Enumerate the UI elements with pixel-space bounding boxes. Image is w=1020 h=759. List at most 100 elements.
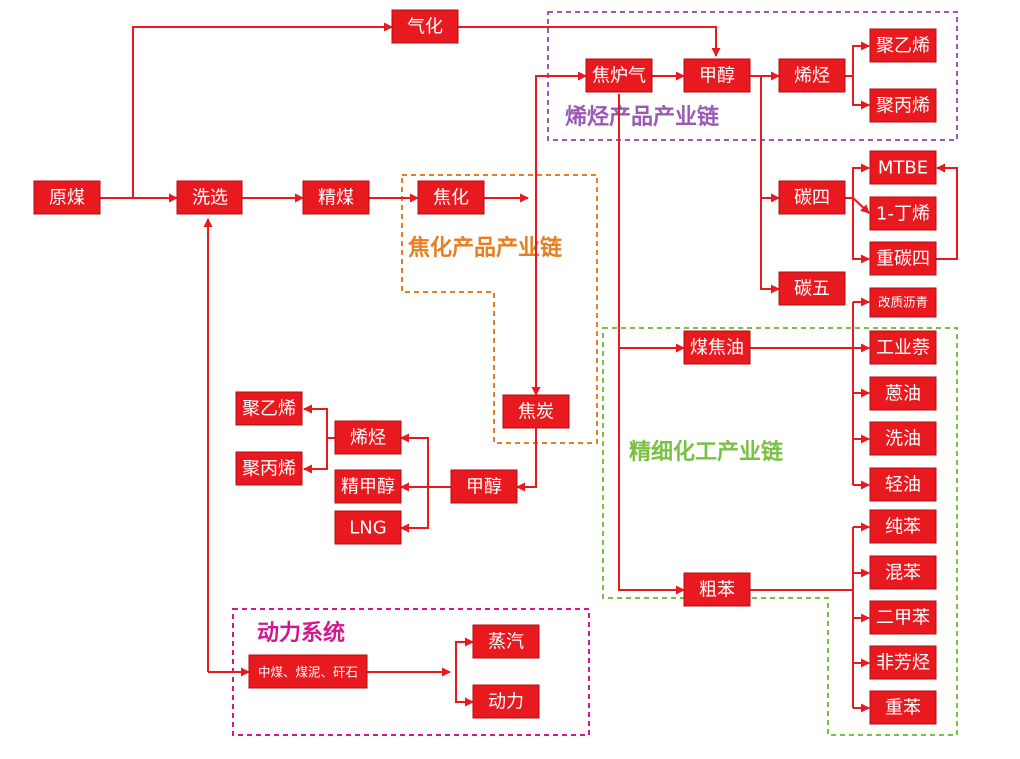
node-c5: 碳五 xyxy=(778,271,846,306)
svg-text:蒸汽: 蒸汽 xyxy=(488,632,524,653)
node-clean-coal: 精煤 xyxy=(302,180,370,215)
svg-text:蒽油: 蒽油 xyxy=(885,384,921,405)
node-mtbe: MTBE xyxy=(869,150,937,185)
edge-to-steam xyxy=(455,637,474,672)
svg-text:1-丁烯: 1-丁烯 xyxy=(876,204,930,225)
svg-text:气化: 气化 xyxy=(407,17,443,38)
edge-heavy-c4-recycle xyxy=(936,163,958,260)
node-anthracene-oil: 蒽油 xyxy=(869,376,937,411)
edge-olefin-mid-to-pe xyxy=(303,404,335,439)
svg-text:精煤: 精煤 xyxy=(318,188,354,209)
nodes: 原煤 气化 洗选 精煤 焦化 焦炉气 甲醇 烯烃 聚乙烯 聚丙烯 碳四 MTBE… xyxy=(33,9,937,725)
svg-text:碳五: 碳五 xyxy=(794,279,830,300)
edge-olefin-mid-to-pp xyxy=(303,438,328,474)
node-pp-top: 聚丙烯 xyxy=(869,88,937,123)
svg-text:非芳烃: 非芳烃 xyxy=(876,653,930,674)
edge-junction-to-coke-oven-gas xyxy=(535,71,587,328)
node-raw-coal: 原煤 xyxy=(33,180,101,215)
node-methanol-mid: 甲醇 xyxy=(450,469,518,504)
svg-text:烯烃: 烯烃 xyxy=(350,428,386,449)
node-crude-benzene: 粗苯 xyxy=(683,572,751,607)
node-washing: 洗选 xyxy=(176,180,243,215)
edge-gasify-to-methanol xyxy=(458,26,721,57)
svg-text:碳四: 碳四 xyxy=(794,188,830,209)
svg-text:重苯: 重苯 xyxy=(885,698,921,719)
edge-methanol-to-olefin-mid xyxy=(400,433,429,487)
node-c4: 碳四 xyxy=(778,180,846,215)
svg-text:纯苯: 纯苯 xyxy=(885,517,921,538)
svg-text:动力: 动力 xyxy=(488,692,524,713)
node-light-oil: 轻油 xyxy=(869,467,937,502)
node-industrial-naphthalene: 工业萘 xyxy=(869,330,937,365)
svg-text:重碳四: 重碳四 xyxy=(876,249,930,270)
node-methanol-top: 甲醇 xyxy=(683,58,751,93)
edges xyxy=(100,22,958,713)
svg-text:LNG: LNG xyxy=(349,518,386,539)
node-heavy-benzene: 重苯 xyxy=(869,690,937,725)
svg-text:聚丙烯: 聚丙烯 xyxy=(876,96,930,117)
node-coke-oven-gas: 焦炉气 xyxy=(585,58,653,93)
node-power: 动力 xyxy=(472,684,540,719)
node-gasify: 气化 xyxy=(391,9,459,44)
svg-text:焦化: 焦化 xyxy=(433,188,469,209)
node-pe-mid: 聚乙烯 xyxy=(235,391,303,426)
edge-methanol-to-c4 xyxy=(760,76,780,203)
node-pp-mid: 聚丙烯 xyxy=(235,451,303,486)
svg-text:聚丙烯: 聚丙烯 xyxy=(242,459,296,480)
svg-text:煤焦油: 煤焦油 xyxy=(690,338,744,359)
node-middlings: 中煤、煤泥、矸石 xyxy=(248,654,368,689)
node-lng: LNG xyxy=(334,510,402,545)
svg-text:聚乙烯: 聚乙烯 xyxy=(242,399,296,420)
svg-text:焦炉气: 焦炉气 xyxy=(592,66,646,87)
edge-coke-to-methanol xyxy=(516,428,537,492)
svg-text:聚乙烯: 聚乙烯 xyxy=(876,36,930,57)
svg-text:洗选: 洗选 xyxy=(192,188,228,209)
edge-olefin-to-pe xyxy=(845,41,870,77)
svg-text:工业萘: 工业萘 xyxy=(876,338,930,359)
svg-text:甲醇: 甲醇 xyxy=(466,477,502,498)
svg-text:烯烃: 烯烃 xyxy=(794,66,830,87)
node-pure-benzene: 纯苯 xyxy=(869,509,937,544)
svg-text:混苯: 混苯 xyxy=(885,563,921,584)
fine-chemical-chain-label: 精细化工产业链 xyxy=(629,439,783,465)
svg-text:甲醇: 甲醇 xyxy=(699,66,735,87)
node-olefin-top: 烯烃 xyxy=(778,58,846,93)
svg-text:中煤、煤泥、矸石: 中煤、煤泥、矸石 xyxy=(258,665,358,680)
coking-chain-label: 焦化产品产业链 xyxy=(407,235,562,261)
edge-methanol-to-c5 xyxy=(760,198,780,294)
edge-c4-to-mtbe xyxy=(845,163,870,199)
node-modified-pitch: 改质沥青 xyxy=(869,287,937,318)
edge-c4-to-butene xyxy=(852,197,870,214)
node-coking: 焦化 xyxy=(417,180,485,215)
node-refined-methanol: 精甲醇 xyxy=(334,469,402,504)
node-mixed-benzene: 混苯 xyxy=(869,555,937,590)
edge-olefin-to-pp xyxy=(852,76,870,110)
svg-text:原煤: 原煤 xyxy=(49,188,85,209)
node-coke: 焦炭 xyxy=(502,394,570,429)
node-pe-top: 聚乙烯 xyxy=(869,28,937,63)
svg-text:轻油: 轻油 xyxy=(885,475,921,496)
svg-text:焦炭: 焦炭 xyxy=(518,402,554,423)
edge-gas-trunk xyxy=(618,94,685,595)
svg-text:洗油: 洗油 xyxy=(885,429,921,450)
svg-text:二甲苯: 二甲苯 xyxy=(876,608,930,629)
edge-raw-coal-to-gasify xyxy=(132,22,393,198)
fine-chemical-chain-region xyxy=(602,327,958,736)
olefin-chain-label: 烯烃产品产业链 xyxy=(565,104,719,130)
node-steam: 蒸汽 xyxy=(472,624,540,659)
edge-methanol-to-lng xyxy=(400,487,429,533)
node-heavy-c4: 重碳四 xyxy=(869,241,937,276)
edge-c4-to-heavy-c4 xyxy=(852,198,870,264)
svg-text:粗苯: 粗苯 xyxy=(699,580,735,601)
node-olefin-mid: 烯烃 xyxy=(334,420,402,455)
node-wash-oil: 洗油 xyxy=(869,421,937,456)
node-butene: 1-丁烯 xyxy=(869,196,937,231)
edge-to-power xyxy=(455,672,474,707)
node-non-aromatic: 非芳烃 xyxy=(869,645,937,680)
svg-text:MTBE: MTBE xyxy=(878,158,928,179)
svg-text:精甲醇: 精甲醇 xyxy=(341,477,395,498)
svg-text:改质沥青: 改质沥青 xyxy=(878,295,928,310)
node-xylene: 二甲苯 xyxy=(869,600,937,635)
node-coal-tar: 煤焦油 xyxy=(683,330,751,365)
